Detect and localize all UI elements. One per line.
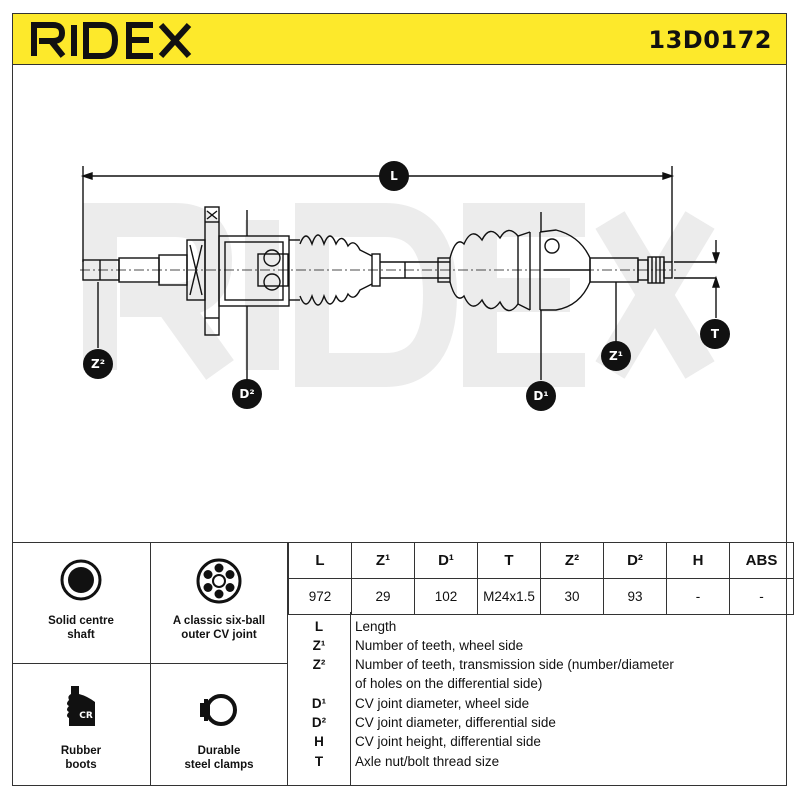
spec-value-h: - <box>666 578 730 615</box>
spec-header-z1: Z¹ <box>351 542 415 579</box>
legend-desc: Number of teeth, wheel side <box>355 638 524 653</box>
callout-z2: Z² <box>83 349 113 379</box>
drive-shaft-drawing: L Z² D² D¹ Z¹ T <box>80 161 730 411</box>
spec-value-z1: 29 <box>351 578 415 615</box>
legend-item: T Axle nut/bolt thread size <box>288 754 787 773</box>
feature-label-line2: steel clamps <box>184 759 254 771</box>
feature-label-line1: Rubber <box>60 745 102 757</box>
spec-header-abs: ABS <box>729 542 794 579</box>
legend-key: D² <box>311 715 327 730</box>
feature-label-line1: A classic six-ball <box>172 615 266 627</box>
spec-header-h: H <box>666 542 730 579</box>
legend-item: H CV joint height, differential side <box>288 734 787 753</box>
brand-logo: RIDEX <box>29 18 209 65</box>
spec-header-z2: Z² <box>540 542 604 579</box>
rubber-boot-icon-text: CR <box>79 711 93 721</box>
spec-value-l: 972 <box>288 578 352 615</box>
legend-key: D¹ <box>311 696 327 711</box>
spec-table-value-row: 972 29 102 M24x1.5 30 93 - - <box>288 578 794 615</box>
legend-desc: Axle nut/bolt thread size <box>355 754 500 769</box>
legend-key: Z¹ <box>312 638 326 653</box>
header-bar: RIDEX 13D0172 <box>12 13 787 65</box>
steel-clamp-icon <box>151 690 287 730</box>
spec-value-d2: 93 <box>603 578 667 615</box>
spec-header-d2: D² <box>603 542 667 579</box>
legend-item: Z¹ Number of teeth, wheel side <box>288 638 787 657</box>
svg-text:Z²: Z² <box>91 357 105 371</box>
legend-desc: Number of teeth, transmission side (numb… <box>355 657 674 672</box>
legend-item: of holes on the differential side) <box>288 676 787 695</box>
legend-key: T <box>314 754 324 769</box>
spec-value-abs: - <box>729 578 794 615</box>
legend-item: L Length <box>288 619 787 638</box>
spec-value-d1: 102 <box>414 578 478 615</box>
feature-six-ball-joint: A classic six-ball outer CV joint <box>151 542 288 664</box>
spec-header-l: L <box>288 542 352 579</box>
svg-text:Z¹: Z¹ <box>609 349 623 363</box>
feature-rubber-boots: CR Rubber boots <box>12 664 151 786</box>
solid-shaft-icon <box>12 558 150 602</box>
spec-value-t: M24x1.5 <box>477 578 541 615</box>
legend-item: Z² Number of teeth, transmission side (n… <box>288 657 787 676</box>
part-number: 13D0172 <box>648 26 772 54</box>
callout-t: T <box>700 319 730 349</box>
spec-value-z2: 30 <box>540 578 604 615</box>
rubber-boot-icon: CR <box>12 684 150 728</box>
legend-key: L <box>314 619 324 634</box>
svg-text:L: L <box>390 169 398 183</box>
legend-item: D¹ CV joint diameter, wheel side <box>288 696 787 715</box>
spec-table: L Z¹ D¹ T Z² D² H ABS 972 29 102 M24x1.5… <box>288 542 794 615</box>
feature-steel-clamps: Durable steel clamps <box>151 664 288 786</box>
spec-header-t: T <box>477 542 541 579</box>
spec-table-header-row: L Z¹ D¹ T Z² D² H ABS <box>288 542 794 579</box>
feature-label-line2: shaft <box>67 629 95 641</box>
feature-solid-shaft: Solid centre shaft <box>12 542 151 664</box>
legend-key: Z² <box>312 657 326 672</box>
legend-desc: CV joint height, differential side <box>355 734 541 749</box>
brand-logo-mark <box>31 22 192 59</box>
legend-desc: CV joint diameter, wheel side <box>355 696 530 711</box>
legend-item: D² CV joint diameter, differential side <box>288 715 787 734</box>
svg-text:D¹: D¹ <box>533 389 548 403</box>
legend-key: H <box>314 734 324 749</box>
callout-d2: D² <box>232 379 262 409</box>
drawing-frame <box>12 64 787 786</box>
feature-label-line1: Durable <box>197 745 241 757</box>
feature-label-line2: boots <box>65 759 97 771</box>
svg-text:D²: D² <box>239 387 254 401</box>
legend-desc: Length <box>355 619 397 634</box>
legend-desc: of holes on the differential side) <box>355 676 543 691</box>
callout-d1: D¹ <box>526 381 556 411</box>
feature-label-line2: outer CV joint <box>181 629 257 641</box>
callout-l: L <box>379 161 409 191</box>
legend-desc: CV joint diameter, differential side <box>355 715 556 730</box>
callout-z1: Z¹ <box>601 341 631 371</box>
spec-header-d1: D¹ <box>414 542 478 579</box>
legend-divider <box>350 612 351 786</box>
feature-label-line1: Solid centre <box>48 615 114 627</box>
six-ball-joint-icon <box>151 558 287 604</box>
svg-text:T: T <box>711 327 720 341</box>
